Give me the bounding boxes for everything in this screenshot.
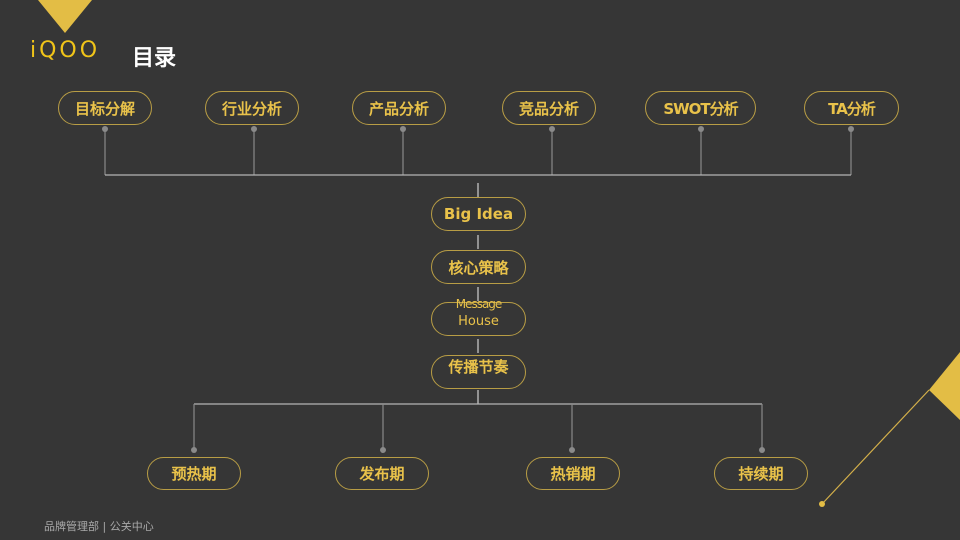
node-communication-rhythm[interactable]: 传播节奏 — [431, 355, 526, 389]
node-goal-breakdown[interactable]: 目标分解 — [58, 91, 152, 125]
node-launch-phase[interactable]: 发布期 — [335, 457, 429, 490]
node-big-idea[interactable]: Big Idea — [431, 197, 526, 231]
top-triangle-decoration — [38, 0, 92, 33]
footer-text: 品牌管理部 | 公关中心 — [44, 520, 154, 533]
node-message-house[interactable]: Message House — [431, 297, 526, 336]
node-sustain-phase[interactable]: 持续期 — [714, 457, 808, 490]
brand-logo: iQOO — [30, 38, 101, 63]
node-core-strategy[interactable]: 核心策略 — [431, 250, 526, 284]
node-hot-sale-phase[interactable]: 热销期 — [526, 457, 620, 490]
node-competitor-analysis[interactable]: 竞品分析 — [502, 91, 596, 125]
right-triangle-decoration — [929, 352, 960, 420]
message-house-line1: Message — [455, 297, 503, 311]
message-house-line2: House — [458, 314, 499, 329]
node-warmup-phase[interactable]: 预热期 — [147, 457, 241, 490]
node-industry-analysis[interactable]: 行业分析 — [205, 91, 299, 125]
page-title: 目录 — [132, 46, 177, 71]
node-product-analysis[interactable]: 产品分析 — [352, 91, 446, 125]
node-swot-analysis[interactable]: SWOT分析 — [645, 91, 756, 125]
node-ta-analysis[interactable]: TA分析 — [804, 91, 899, 125]
